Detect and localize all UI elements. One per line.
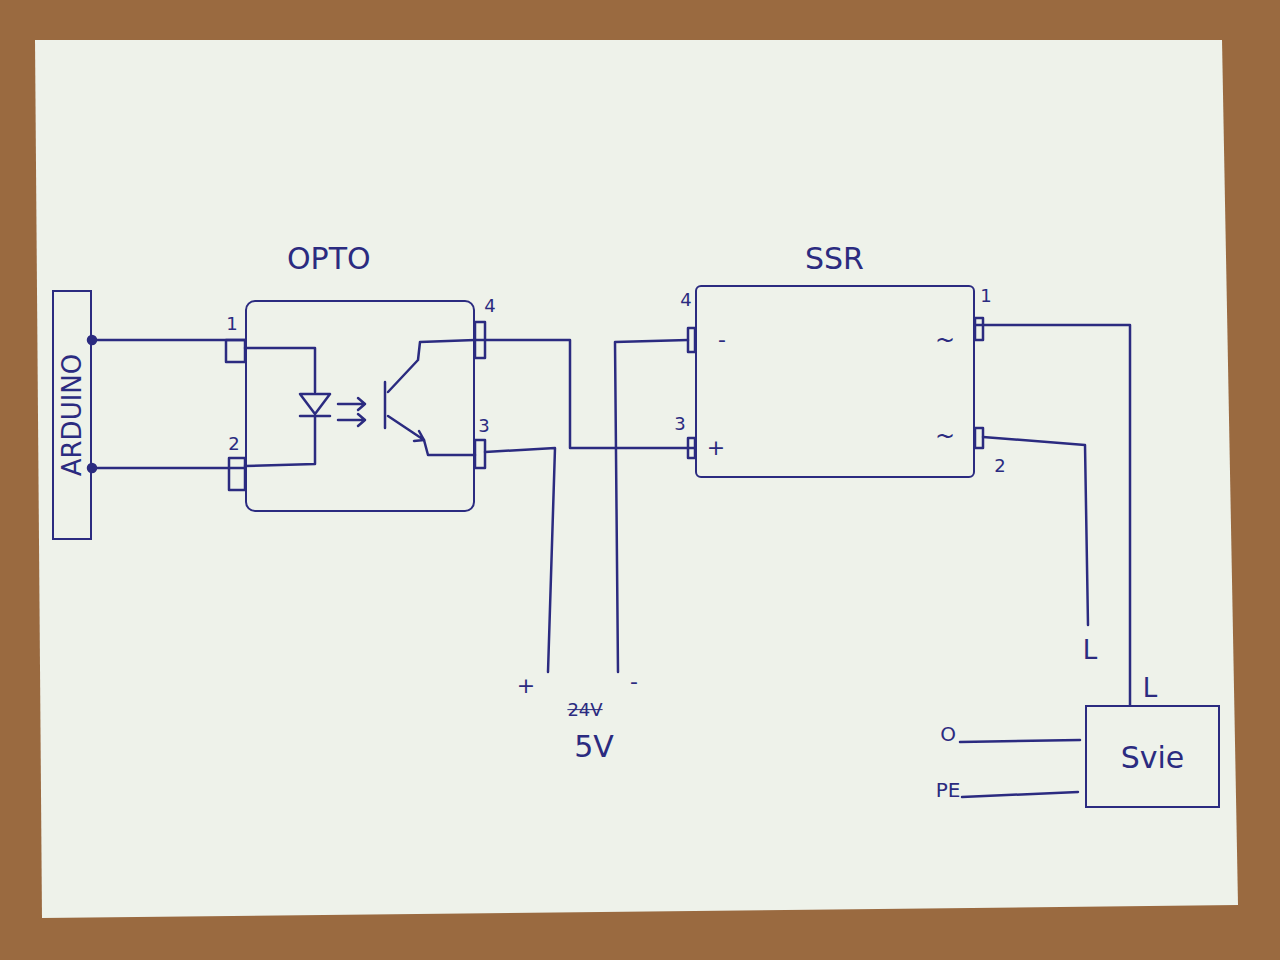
- line-label: L: [1141, 674, 1160, 703]
- box-label: ARDUINO: [58, 354, 87, 476]
- pin-pad: [226, 340, 245, 362]
- pin-number: 2: [994, 456, 1005, 476]
- wire-connector: [475, 340, 695, 448]
- pin-number: 1: [226, 314, 237, 334]
- earth-label: PE: [936, 779, 961, 801]
- pin-pad: [475, 440, 485, 468]
- pin-number: 4: [484, 296, 495, 316]
- supply-polarity: +: [517, 674, 535, 698]
- line-label: L: [1083, 636, 1098, 665]
- pin-number: 3: [478, 416, 489, 436]
- paper-sheet: [35, 40, 1238, 918]
- wire-connector: [975, 325, 1130, 705]
- pin-polarity: +: [707, 436, 725, 460]
- pin-number: 4: [680, 290, 691, 310]
- pin-pad: [229, 458, 245, 490]
- emitter-wire: [424, 440, 475, 455]
- ssr-box: SSR: [695, 285, 975, 478]
- ac-terminal: ~: [935, 327, 955, 353]
- wire: [485, 448, 555, 672]
- box-heading: SSR: [805, 242, 864, 275]
- box-heading: OPTO: [287, 242, 371, 275]
- transistor-base: [384, 382, 387, 428]
- collector-wire: [388, 340, 475, 392]
- pin-number: 1: [980, 286, 991, 306]
- emitter-arrow: [388, 416, 424, 441]
- pin-number: 3: [674, 414, 685, 434]
- arduino-box: ARDUINO: [52, 290, 92, 540]
- wire: [962, 792, 1078, 797]
- pin-number: 2: [228, 434, 239, 454]
- wire-connector: [92, 339, 245, 342]
- voltage-note: 24V: [567, 700, 602, 720]
- pin-polarity: -: [718, 328, 726, 352]
- light-arrows: [338, 398, 365, 426]
- ac-terminal: ~: [935, 423, 955, 449]
- wire: [983, 437, 1088, 625]
- pin-pad: [975, 318, 983, 340]
- led-symbol: [300, 394, 330, 414]
- lamp-box: Svie: [1085, 705, 1220, 808]
- neutral-label: O: [940, 723, 956, 745]
- box-label: Svie: [1121, 740, 1185, 773]
- wire: [960, 740, 1080, 742]
- optocoupler-box: OPTO: [245, 300, 475, 512]
- wire: [615, 340, 688, 672]
- pin-pad: [975, 428, 983, 448]
- led-wire: [245, 416, 315, 466]
- led-wire: [245, 348, 315, 392]
- supply-polarity: -: [630, 670, 638, 694]
- wire-connector: [92, 467, 245, 470]
- voltage-label: 5V: [574, 730, 614, 763]
